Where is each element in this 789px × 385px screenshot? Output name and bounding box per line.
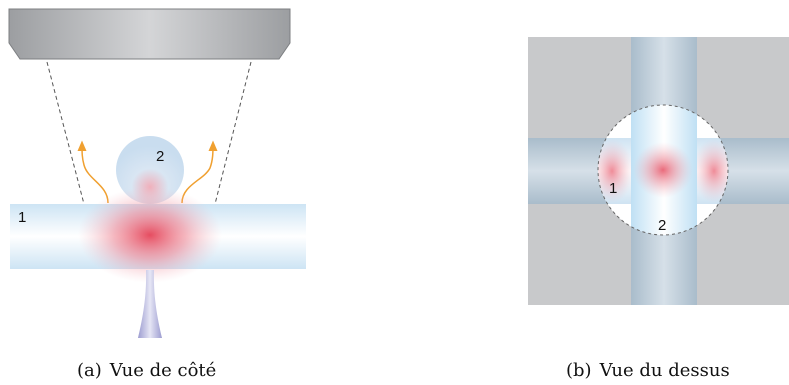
label-fiber-2-top: 2 [658,217,666,234]
label-fiber-1-top: 1 [609,180,617,197]
circular-window [598,105,728,235]
caption-top-view-text: Vue du dessus [599,360,730,381]
label-sphere-2-side: 2 [156,148,164,165]
collection-cone-right [214,61,252,205]
heating-spot-top [633,142,693,198]
heat-emission-arrow-left [77,140,109,204]
label-fiber-1-side: 1 [18,209,26,226]
heat-emission-arrow-right [181,140,218,204]
caption-top-view-tag: (b) [566,360,592,381]
side-view: 1 2 [8,8,306,338]
collection-cone-left [46,61,85,205]
caption-side-view-text: Vue de côté [109,360,217,381]
caption-side-view-tag: (a) [77,360,102,381]
caption-top-view: (b) Vue du dessus [566,360,730,381]
heating-spot-side [78,187,222,283]
laser-beam [138,270,162,338]
microscope-objective [8,8,291,60]
microsphere-side [116,136,184,204]
top-view: 1 2 [528,37,789,305]
caption-side-view: (a) Vue de côté [77,360,216,381]
circular-window-outline [597,104,729,236]
